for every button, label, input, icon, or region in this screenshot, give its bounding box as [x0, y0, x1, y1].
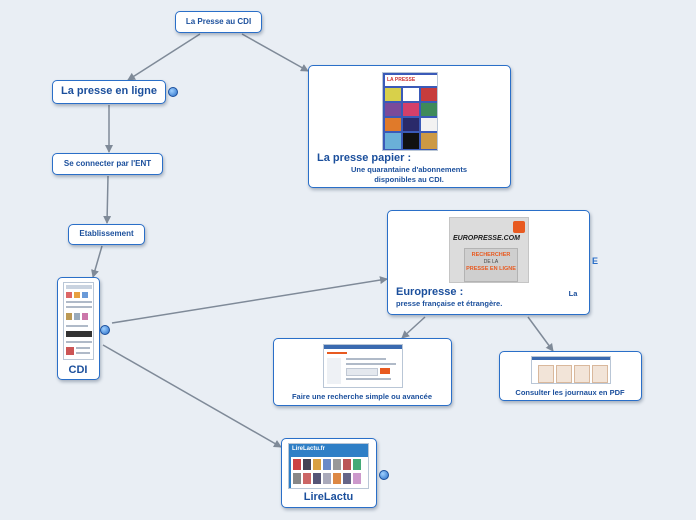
europresse-text-right: La — [568, 289, 578, 298]
globe-icon[interactable] — [379, 470, 389, 480]
node-root[interactable]: La Presse au CDI — [175, 11, 262, 33]
node-connecter-label: Se connecter par l'ENT — [63, 159, 152, 168]
edge-europresse-recherche — [401, 316, 426, 339]
lirelactu-label: LireLactu — [303, 491, 354, 503]
node-presse-en-ligne-label: La presse en ligne — [61, 85, 157, 97]
globe-icon[interactable] — [168, 87, 178, 97]
edge-etablissement-cdi — [91, 245, 103, 278]
node-etablissement[interactable]: Etablissement — [68, 224, 145, 245]
europresse-button-line-3: PRESSE EN LIGNE — [466, 266, 516, 272]
node-journaux-pdf[interactable]: Consulter les journaux en PDF — [499, 351, 642, 401]
edge-root-presse-en-ligne — [127, 33, 201, 81]
europresse-button-line-1: RECHERCHER — [471, 252, 511, 258]
recherche-screenshot-thumbnail — [323, 344, 403, 388]
node-recherche[interactable]: Faire une recherche simple ou avancée — [273, 338, 452, 406]
node-lirelactu[interactable]: LireLactu.fr LireLactu — [281, 438, 377, 508]
node-cdi[interactable]: CDI — [57, 277, 100, 380]
journaux-pdf-screenshot-thumbnail — [531, 356, 611, 384]
node-cdi-label: CDI — [68, 364, 88, 376]
edge-connecter-etablissement — [103, 175, 112, 224]
journaux-pdf-label: Consulter les journaux en PDF — [515, 388, 625, 397]
recherche-label: Faire une recherche simple ou avancée — [291, 392, 433, 401]
europresse-side-letter: E — [592, 256, 599, 266]
europresse-text-line2: presse française et étrangère. — [396, 299, 503, 308]
presse-papier-thumb-title: LA PRESSE — [385, 75, 437, 86]
europresse-button-line-2: DE LA — [483, 259, 499, 265]
node-etablissement-label: Etablissement — [79, 229, 134, 238]
europresse-logo-text: EUROPRESSE.COM — [453, 235, 520, 242]
node-europresse[interactable]: EUROPRESSE.COM RECHERCHER DE LA PRESSE E… — [387, 210, 590, 315]
edge-cdi-europresse — [111, 276, 388, 324]
lirelactu-thumb-logo: LireLactu.fr — [292, 446, 326, 452]
edge-europresse-journaux — [527, 316, 554, 352]
node-presse-papier[interactable]: LA PRESSE La presse papier : Une quarant… — [308, 65, 511, 188]
edge-root-presse-papier — [241, 33, 309, 72]
europresse-title: Europresse : — [396, 286, 464, 298]
presse-papier-title: La presse papier : — [317, 152, 412, 164]
globe-icon[interactable] — [100, 325, 110, 335]
cdi-screenshot-thumbnail — [63, 282, 94, 360]
europresse-logo-thumbnail: EUROPRESSE.COM RECHERCHER DE LA PRESSE E… — [449, 217, 529, 283]
node-root-label: La Presse au CDI — [185, 17, 252, 26]
node-connecter[interactable]: Se connecter par l'ENT — [52, 153, 163, 175]
node-presse-en-ligne[interactable]: La presse en ligne — [52, 80, 166, 104]
edge-cdi-lirelactu — [102, 344, 282, 448]
presse-papier-text: Une quarantaine d'abonnements disponible… — [351, 165, 467, 184]
lirelactu-screenshot-thumbnail: LireLactu.fr — [288, 443, 369, 489]
presse-papier-magazines-thumbnail: LA PRESSE — [382, 72, 438, 151]
